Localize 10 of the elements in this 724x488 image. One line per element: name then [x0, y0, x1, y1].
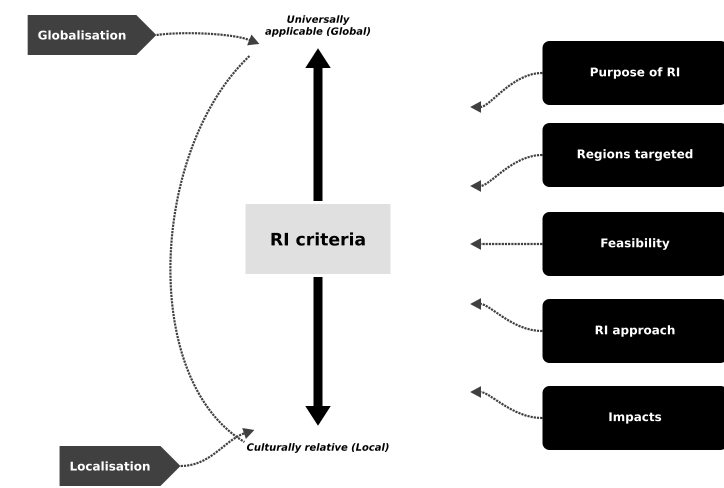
tag-label: Globalisation	[28, 15, 156, 55]
center-box: RI criteria	[246, 204, 390, 274]
criterion-box: Impacts	[542, 386, 724, 450]
criterion-box: Feasibility	[542, 212, 724, 276]
pole-label: Universally applicable (Global)	[265, 15, 370, 37]
criterion-box: Purpose of RI	[542, 41, 724, 105]
criterion-box: Regions targeted	[542, 123, 724, 187]
pole-label: Culturally relative (Local)	[246, 443, 388, 453]
tag-label: Localisation	[60, 446, 180, 486]
criterion-box: RI approach	[542, 299, 724, 363]
